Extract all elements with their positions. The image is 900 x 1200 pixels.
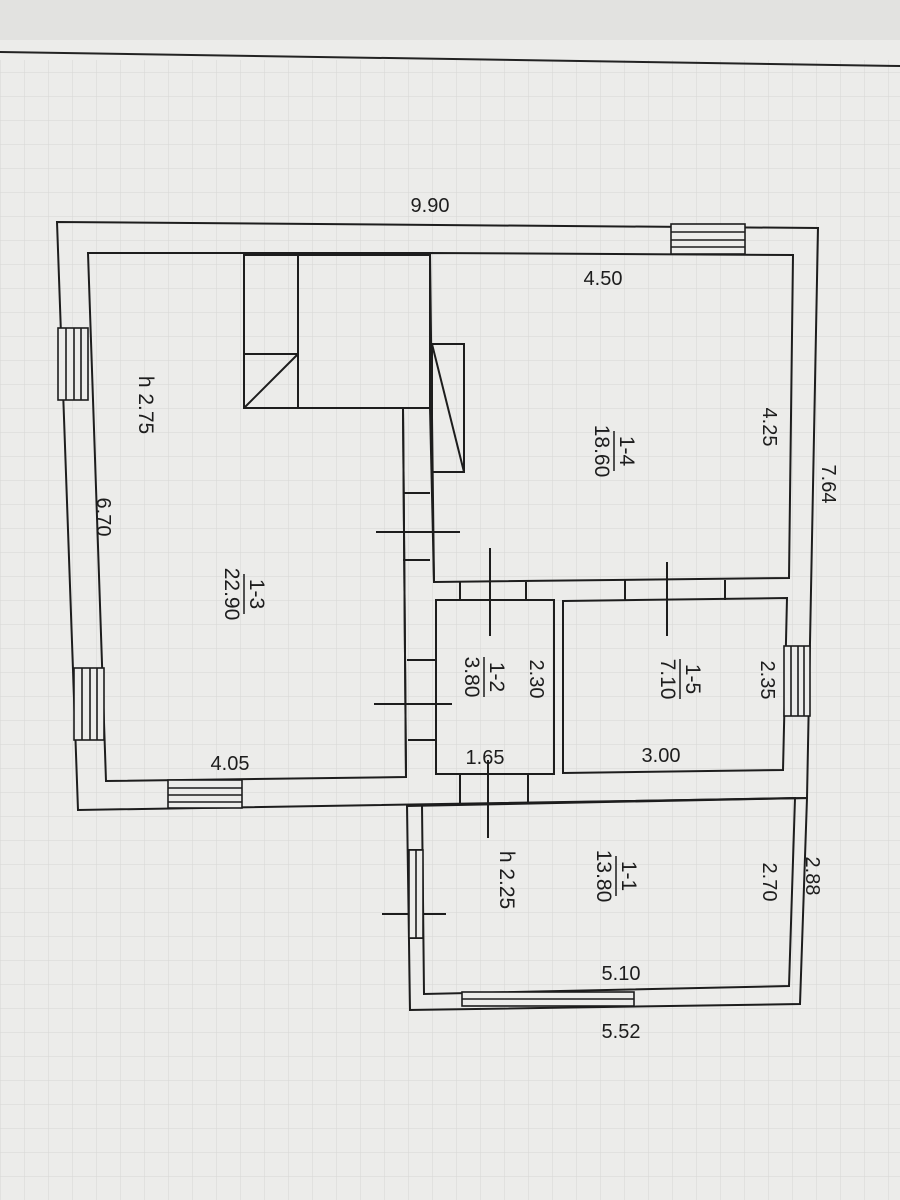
room-number: 1-1 <box>617 861 640 891</box>
window-right <box>783 645 811 717</box>
building-outline <box>55 220 820 1012</box>
overall-width-label: 9.90 <box>411 195 450 217</box>
left-depth-label: 6.70 <box>92 498 114 537</box>
room-area: 7.10 <box>656 659 679 700</box>
window-left-bottom <box>73 667 105 741</box>
room-1-1-width-label: 5.10 <box>602 963 641 985</box>
annex-outer-width-label: 5.52 <box>602 1021 641 1043</box>
room-1-4-depth-label: 4.25 <box>758 408 780 447</box>
room-tag-1-2: 1-2 3.80 <box>460 657 508 698</box>
window-annex-bottom <box>461 991 635 1007</box>
main-height-label: h 2.75 <box>134 376 157 434</box>
room-1-1-depth-label: 2.70 <box>758 863 780 902</box>
room-1-2-width-label: 1.65 <box>466 747 505 769</box>
room-number: 1-3 <box>245 579 268 609</box>
room-1-4-width-label: 4.50 <box>584 268 623 290</box>
room-1-2-depth-label: 2.30 <box>525 660 547 699</box>
room-1-3-width-label: 4.05 <box>211 753 250 775</box>
room-1-5-outline <box>562 596 789 775</box>
room-number: 1-5 <box>681 664 704 694</box>
window-bottom <box>167 779 243 809</box>
paper-grid <box>0 60 900 1200</box>
annex-outer-depth-label: 2.88 <box>801 857 823 896</box>
room-number: 1-2 <box>485 662 508 692</box>
stair-line-3 <box>243 353 299 409</box>
overall-depth-label: 7.64 <box>817 465 839 504</box>
room-1-2-outline <box>435 599 555 775</box>
room-tag-1-1: 1-1 13.80 <box>592 850 640 903</box>
room-area: 22.90 <box>220 568 243 621</box>
room-tag-1-5: 1-5 7.10 <box>656 659 704 700</box>
horizontal-labels: 9.90 4.50 4.05 1.65 3.00 5.10 5.52 <box>211 195 681 1043</box>
sheet-border-line <box>0 51 900 67</box>
window-left-top <box>57 327 89 401</box>
room-area: 18.60 <box>590 425 613 478</box>
rotated-labels: h 2.75 6.70 7.64 4.25 2.30 2.35 2.70 2.8… <box>92 376 839 909</box>
window-top <box>670 223 746 255</box>
annex-height-label: h 2.25 <box>495 851 518 909</box>
room-area: 3.80 <box>460 657 483 698</box>
partition-wall-b <box>429 407 435 583</box>
room-1-5-depth-label: 2.35 <box>756 661 778 700</box>
room-number: 1-4 <box>615 436 638 467</box>
wardrobe-diagonal <box>431 343 465 473</box>
window-annex-left <box>408 849 424 939</box>
wardrobe <box>431 343 465 473</box>
room-tag-1-3: 1-3 22.90 <box>220 568 268 621</box>
paper-top-strip <box>0 0 900 40</box>
room-area: 13.80 <box>592 850 615 903</box>
windows <box>57 223 811 1007</box>
room-1-5-width-label: 3.00 <box>642 745 681 767</box>
partition-wall-a <box>402 407 407 778</box>
room-tag-1-4: 1-4 18.60 <box>590 425 638 478</box>
